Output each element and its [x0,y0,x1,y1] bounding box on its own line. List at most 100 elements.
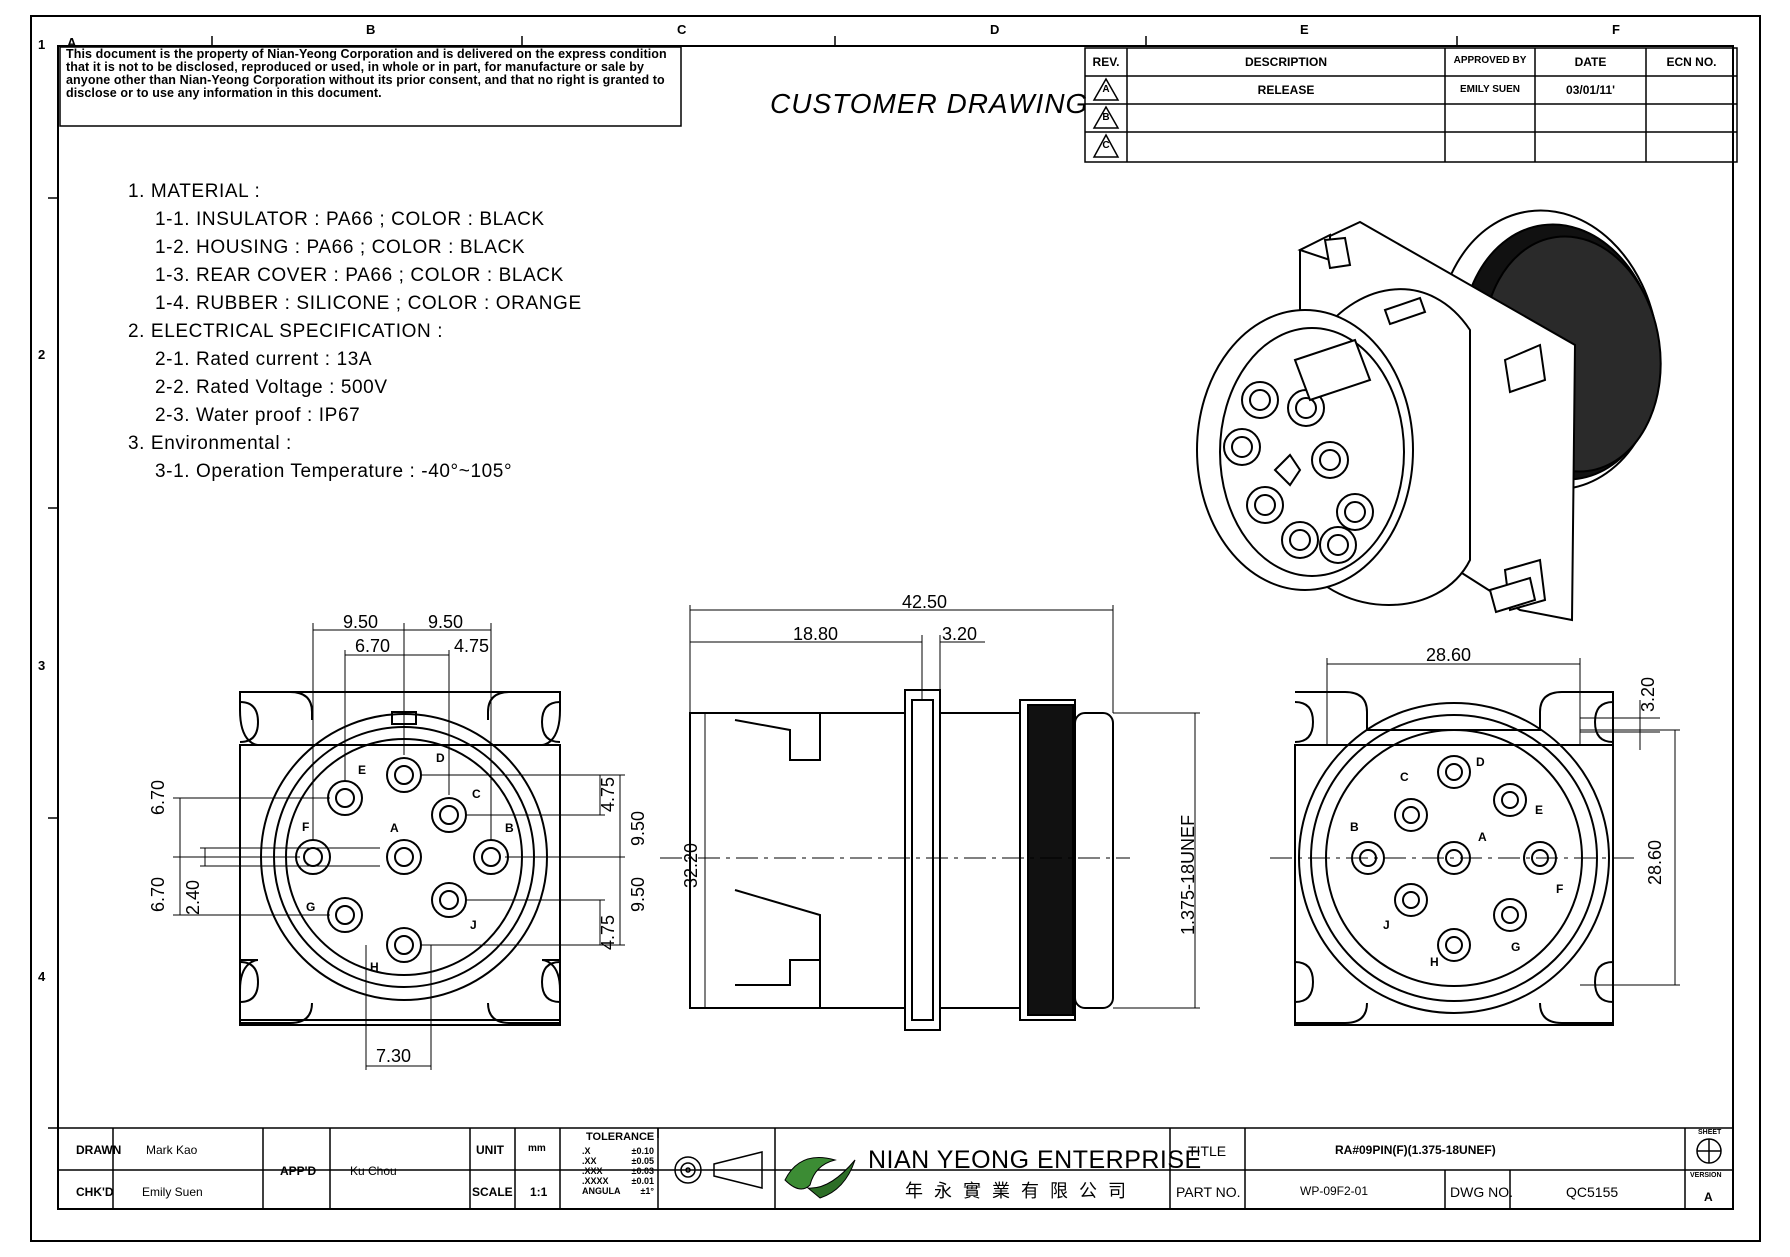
dim-front-inner-right: 4.75 [454,636,490,656]
unit-label: UNIT [476,1143,504,1157]
dim-front-left-small: 2.40 [183,879,203,915]
note-line: 1. MATERIAL : [128,181,261,202]
zone-col-a: A [67,35,77,50]
version-value: A [1704,1190,1713,1204]
chkd-label: CHK'D [76,1185,114,1199]
zone-row-4: 4 [38,969,46,984]
note-line: 3. Environmental : [128,433,292,454]
rev-a-date: 03/01/11' [1566,83,1615,97]
zone-col-d: D [990,22,1000,37]
dim-front-left-upper: 6.70 [148,779,168,815]
rev-c-label: C [1102,140,1110,151]
unit-value: mm [528,1143,546,1154]
tolerance-row: .XX±0.05 [582,1156,654,1166]
rear-pin-label-b: B [1350,820,1359,834]
scale-label: SCALE [472,1185,513,1199]
title-value: RA#09PIN(F)(1.375-18UNEF) [1335,1143,1496,1157]
tolerance-table: .X±0.10 .XX±0.05 .XXX±0.03 .XXXX±0.01 AN… [582,1146,654,1196]
pin-label-h: H [370,960,379,974]
tolerance-row: .XXX±0.03 [582,1166,654,1176]
note-line: 1-1. INSULATOR : PA66 ; COLOR : BLACK [155,209,545,230]
dwg-no-value: QC5155 [1566,1184,1619,1200]
dim-overall-length: 42.50 [902,592,948,612]
dim-front-top-left: 9.50 [343,612,379,632]
dim-front-inner-left: 6.70 [355,636,391,656]
appd-label: APP'D [280,1164,317,1178]
description-header: DESCRIPTION [1244,55,1327,69]
version-label: VERSION [1690,1172,1722,1179]
rear-pin-label-h: H [1430,955,1439,969]
pin-label-j: J [470,918,477,932]
note-line: 3-1. Operation Temperature : -40°~105° [155,461,513,482]
chkd-value: Emily Suen [142,1185,203,1199]
approved-by-header: APPROVED BY [1453,55,1527,66]
dim-rear-height: 28.60 [1645,839,1665,885]
company-name-zh: 年永實業有限公司 [905,1181,1137,1201]
rear-pin-label-f: F [1556,882,1564,896]
rev-header: REV. [1092,55,1120,69]
dim-front-bottom: 7.30 [376,1046,412,1066]
scale-value: 1:1 [530,1185,548,1199]
zone-col-b: B [366,22,376,37]
rev-a-description: RELEASE [1257,83,1315,97]
dim-rear-slot: 3.20 [1638,676,1658,712]
customer-drawing-title: CUSTOMER DRAWING [770,88,1089,119]
pin-label-e: E [358,763,367,777]
rev-a-label: A [1102,84,1110,95]
pin-label-a: A [390,821,399,835]
sheet-label: SHEET [1698,1129,1722,1136]
zone-row-1: 1 [38,37,46,52]
dim-front-right-upper-small: 4.75 [598,776,618,812]
tolerance-row: .X±0.10 [582,1146,654,1156]
note-line: 2-2. Rated Voltage : 500V [155,377,388,398]
tolerance-title: TOLERANCE [586,1131,655,1143]
part-no-label: PART NO. [1176,1184,1241,1200]
title-label: TITLE [1188,1143,1227,1159]
dim-thread: 1.375-18UNEF [1178,814,1198,935]
dim-rear-width: 28.60 [1426,645,1472,665]
material-notes: 1. MATERIAL : 1-1. INSULATOR : PA66 ; CO… [128,178,582,486]
dim-front-right-lower: 9.50 [628,876,648,912]
note-line: 1-2. HOUSING : PA66 ; COLOR : BLACK [155,237,526,258]
tolerance-row: .XXXX±0.01 [582,1176,654,1186]
zone-row-3: 3 [38,658,46,673]
pin-label-g: G [306,900,316,914]
zone-col-e: E [1300,22,1309,37]
rear-pin-label-j: J [1383,918,1390,932]
note-line: 1-3. REAR COVER : PA66 ; COLOR : BLACK [155,265,564,286]
rear-pin-label-a: A [1478,830,1487,844]
rev-b-label: B [1102,112,1110,123]
part-no-value: WP-09F2-01 [1300,1184,1369,1198]
dim-front-right-lower-small: 4.75 [598,914,618,950]
rev-a-approved: EMILY SUEN [1459,84,1521,95]
note-line: 2. ELECTRICAL SPECIFICATION : [128,321,444,342]
date-header: DATE [1574,55,1607,69]
appd-value: Ku Chou [350,1164,397,1178]
disclaimer-text: This document is the property of Nian-Ye… [66,47,667,100]
pin-label-d: D [436,751,445,765]
zone-col-c: C [677,22,687,37]
rear-pin-label-d: D [1476,755,1485,769]
rear-pin-label-e: E [1535,803,1544,817]
revision-table: REV. DESCRIPTION APPROVED BY DATE ECN NO… [1085,47,1736,162]
note-line: 2-1. Rated current : 13A [155,349,373,370]
ecn-header: ECN NO. [1666,55,1717,69]
note-line: 1-4. RUBBER : SILICONE ; COLOR : ORANGE [155,293,582,314]
zone-row-2: 2 [38,347,46,362]
zone-col-f: F [1612,22,1620,37]
dim-front-left-lower: 6.70 [148,876,168,912]
company-name-en: NIAN YEONG ENTERPRISE [868,1146,1202,1174]
dim-flange-offset: 18.80 [793,624,839,644]
pin-label-c: C [472,787,481,801]
rear-pin-label-c: C [1400,770,1409,784]
rear-pin-label-g: G [1511,940,1521,954]
pin-label-b: B [505,821,514,835]
dim-front-right-upper: 9.50 [628,810,648,846]
dim-height: 32.20 [681,842,701,888]
note-line: 2-3. Water proof : IP67 [155,405,361,426]
drawn-value: Mark Kao [146,1143,198,1157]
pin-label-f: F [302,820,310,834]
dim-front-top-right: 9.50 [428,612,464,632]
dim-flange-thickness: 3.20 [942,624,978,644]
